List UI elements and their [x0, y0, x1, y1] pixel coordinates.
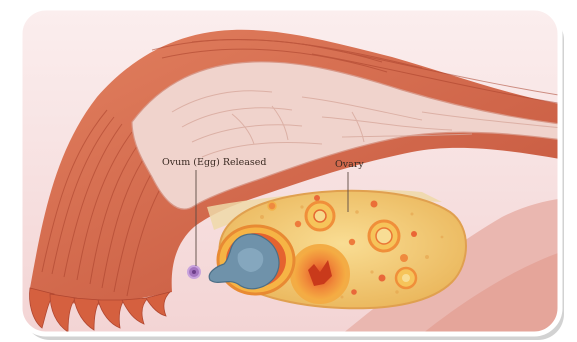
follicle-large	[292, 246, 348, 302]
follicle-top	[306, 202, 334, 230]
ovum-egg	[188, 266, 200, 278]
follicle-right	[369, 221, 399, 251]
ovum-label: Ovum (Egg) Released	[162, 158, 267, 168]
follicle-small-right	[396, 268, 416, 288]
ovary-label: Ovary	[335, 160, 364, 170]
